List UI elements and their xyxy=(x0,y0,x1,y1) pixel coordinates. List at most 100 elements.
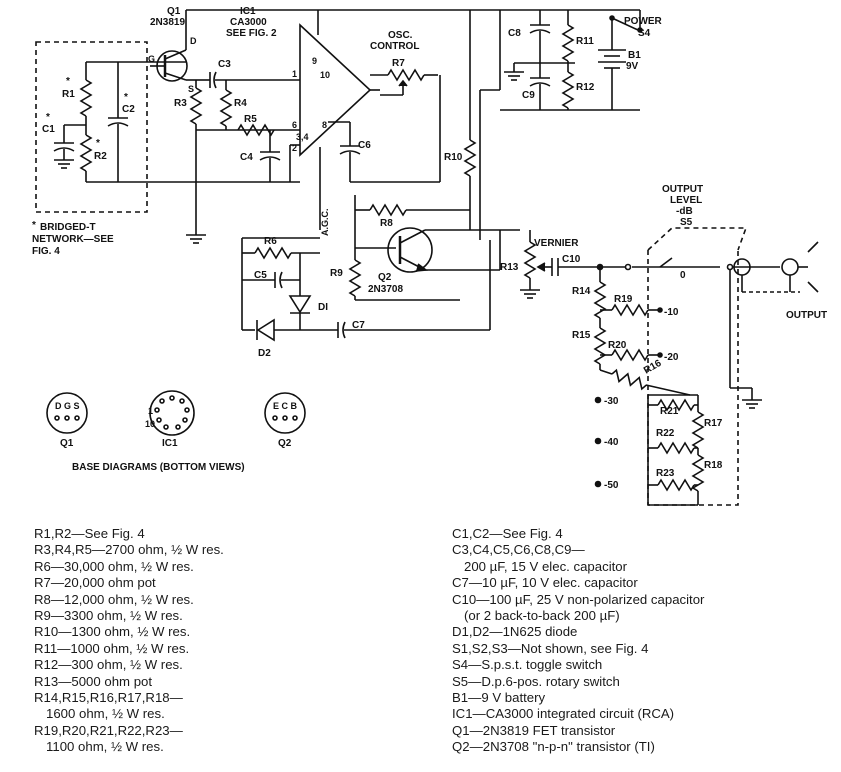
s5-label: S5 xyxy=(680,217,693,228)
step-50-label: -50 xyxy=(604,480,619,491)
r18-label: R18 xyxy=(704,460,723,471)
r1-asterisk: * xyxy=(66,76,70,87)
base-q2-label: Q2 xyxy=(278,438,292,449)
parts-list-item: C7—10 µF, 10 V elec. capacitor xyxy=(452,575,638,591)
power-label: POWER xyxy=(624,16,663,27)
pin-1-label: 1 xyxy=(292,69,297,79)
parts-list-item: R8—12,000 ohm, ½ W res. xyxy=(34,591,194,607)
parts-list-item: Q1—2N3819 FET transistor xyxy=(452,722,616,738)
c10-label: C10 xyxy=(562,254,581,265)
s5-switch-box xyxy=(647,250,739,506)
parts-list-item: Q2—2N3708 "n-p-n" transistor (TI) xyxy=(452,739,655,755)
r12-label: R12 xyxy=(576,82,595,93)
r17-label: R17 xyxy=(704,418,723,429)
bridged-t-asterisk: * xyxy=(32,220,36,231)
vernier-label: VERNIER xyxy=(534,238,579,249)
base-q2-outline xyxy=(264,392,306,434)
output-label: OUTPUT xyxy=(786,310,827,321)
c6-label: C6 xyxy=(358,140,371,151)
parts-list-item: R10—1300 ohm, ½ W res. xyxy=(34,624,191,640)
parts-list-item: R12—300 ohm, ½ W res. xyxy=(34,657,183,673)
parts-list-item: R6—30,000 ohm, ½ W res. xyxy=(34,558,194,574)
c4-label: C4 xyxy=(240,152,253,163)
parts-list-item: R14,R15,R16,R17,R18— xyxy=(34,690,183,706)
ic1-ref-label: IC1 xyxy=(240,6,256,17)
pin-d-label: D xyxy=(190,36,197,46)
base-ic1-pin-1-label: 1 xyxy=(148,406,153,416)
base-ic1-pin-10-label: 10 xyxy=(145,419,155,429)
parts-list-item: IC1—CA3000 integrated circuit (RCA) xyxy=(452,706,675,722)
pin-6-label: 6 xyxy=(292,120,297,130)
oscillator-schematic: Q1 2N3819 G D S IC1 CA3000 SEE FIG. 2 OS… xyxy=(32,6,827,506)
r23-label: R23 xyxy=(656,468,675,479)
pin-8-label: 8 xyxy=(322,120,327,130)
parts-list-item: C3,C4,C5,C6,C8,C9— xyxy=(452,542,585,558)
parts-list-item: R1,R2—See Fig. 4 xyxy=(34,526,145,541)
r5-label: R5 xyxy=(244,114,257,125)
parts-list-item: (or 2 back-to-back 200 µF) xyxy=(464,608,620,624)
r14-label: R14 xyxy=(572,286,591,297)
bridged-t-label-3: FIG. 4 xyxy=(32,246,60,257)
ic1-type-label: CA3000 xyxy=(230,17,267,28)
parts-list-item: 1100 ohm, ½ W res. xyxy=(46,739,164,755)
r8-label: R8 xyxy=(380,218,393,229)
parts-list-item: R11—1000 ohm, ½ W res. xyxy=(34,640,190,656)
d2-diode xyxy=(256,318,275,342)
c8-label: C8 xyxy=(508,28,521,39)
parts-list-item: R19,R20,R21,R22,R23— xyxy=(34,722,183,738)
c1-label: C1 xyxy=(42,124,55,135)
parts-list-item: R13—5000 ohm pot xyxy=(34,673,153,689)
parts-list-item: S5—D.p.6-pos. rotary switch xyxy=(452,673,620,689)
q1-ref-label: Q1 xyxy=(167,6,181,17)
r15-label: R15 xyxy=(572,330,591,341)
pin-g-label: G xyxy=(148,54,155,64)
base-q1-pins-label: D G S xyxy=(55,401,80,411)
q2-transistor xyxy=(387,227,433,273)
d2-label: D2 xyxy=(258,348,271,359)
c3-label: C3 xyxy=(218,59,231,70)
pin-2-label: 2 xyxy=(292,143,297,153)
pin-s-label: S xyxy=(188,84,194,94)
r2-asterisk: * xyxy=(96,138,100,149)
base-ic1-outline xyxy=(149,390,195,436)
r3-label: R3 xyxy=(174,98,187,109)
output-level-label-2: LEVEL xyxy=(670,195,702,206)
r22-label: R22 xyxy=(656,428,675,439)
pin-34-label: 3,4 xyxy=(296,132,309,142)
d1-diode xyxy=(288,295,312,314)
q1-type-label: 2N3819 xyxy=(150,17,185,28)
s4-label: S4 xyxy=(638,28,651,39)
c1-asterisk: * xyxy=(46,112,50,123)
parts-list-item: S1,S2,S3—Not shown, see Fig. 4 xyxy=(452,640,649,656)
r11-label: R11 xyxy=(576,36,594,47)
c2-asterisk: * xyxy=(124,92,128,103)
c9-label: C9 xyxy=(522,90,535,101)
parts-list-item: D1,D2—1N625 diode xyxy=(452,624,578,640)
r2-label: R2 xyxy=(94,151,107,162)
q2-type-label: 2N3708 xyxy=(368,284,403,295)
r9-label: R9 xyxy=(330,268,343,279)
step-10-label: -10 xyxy=(664,307,679,318)
step-30-label: -30 xyxy=(604,396,619,407)
parts-list-item: B1—9 V battery xyxy=(452,690,546,706)
bridged-t-label-1: BRIDGED-T xyxy=(40,222,96,233)
parts-list-item: 1600 ohm, ½ W res. xyxy=(46,706,165,722)
pin-10-label: 10 xyxy=(320,70,330,80)
b1-volts-label: 9V xyxy=(626,61,639,72)
q2-ref-label: Q2 xyxy=(378,272,392,283)
output-db-label: -dB xyxy=(676,206,693,217)
r21-label: R21 xyxy=(660,406,679,417)
parts-list-item: R3,R4,R5—2700 ohm, ½ W res. xyxy=(34,542,224,558)
r20-label: R20 xyxy=(608,340,627,351)
parts-list-item: C10—100 µF, 25 V non-polarized capacitor xyxy=(452,591,705,607)
parts-list-item: 200 µF, 15 V elec. capacitor xyxy=(464,558,628,574)
r1-label: R1 xyxy=(62,89,75,100)
b1-label: B1 xyxy=(628,50,641,61)
bridged-t-box xyxy=(35,41,148,213)
r13-label: R13 xyxy=(500,262,519,273)
output-jack-2 xyxy=(781,258,799,276)
r4-label: R4 xyxy=(234,98,247,109)
base-q1-outline xyxy=(46,392,88,434)
osc-control-label-2: CONTROL xyxy=(370,41,419,52)
parts-list-item: R9—3300 ohm, ½ W res. xyxy=(34,608,183,624)
